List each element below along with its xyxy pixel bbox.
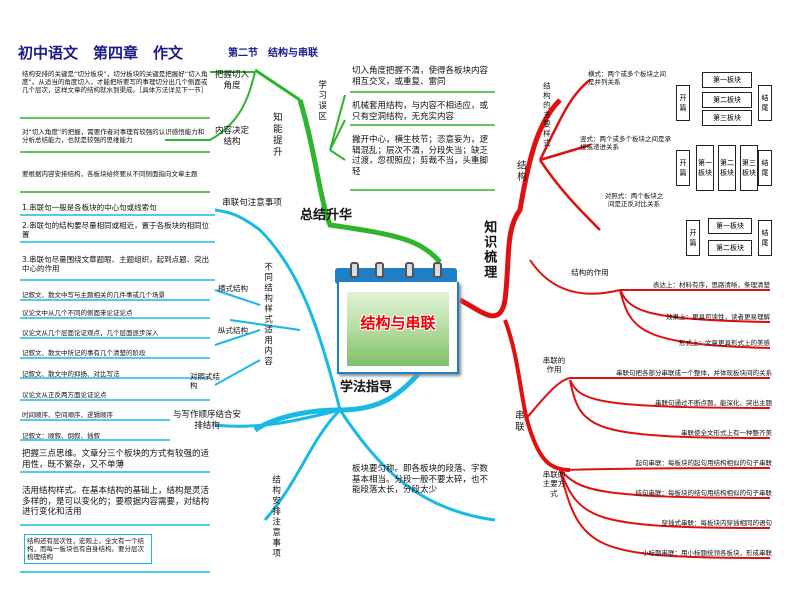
node-jiegou-styles: 结构的主要样式: [542, 82, 552, 149]
green-trunk: [297, 99, 442, 264]
anpai-a4: 结构还有层次性，宏观上，全文有一个结构，而每一板块也有自身结构。要分层次梳理结构: [24, 534, 152, 565]
cl-fangshi-4: 小标题串联：用小标题统领各板块，形成串联: [642, 549, 772, 557]
node-cl-zuoyong: 串联的作用: [542, 356, 566, 375]
shiyong-h2: 议论文中从几个不同的侧面来论证论点: [22, 309, 133, 317]
node-jiegou-zuoyong: 结构的作用: [571, 268, 609, 277]
branch-xuefa: 学法指导: [340, 380, 393, 395]
green-link-wuqu: [329, 94, 346, 161]
calendar-ring: [433, 262, 442, 278]
diagram-heng-3: 第三板块: [702, 110, 752, 126]
red-link-zuoyong: [529, 259, 771, 349]
node-zongshi: 纵式结构: [218, 326, 248, 335]
style-dui: 对照式：两个板块之间是正反对比关系: [604, 192, 664, 209]
lotus-picture: [347, 292, 449, 366]
diagram-zong-3: 第三板块: [740, 145, 758, 191]
shiyong-d2: 议论文从正反两方面论证论点: [22, 391, 107, 399]
zuoyong-1: 表达上：材料有序，思路清晰，条理清楚: [653, 281, 770, 289]
node-jiegou: 结构: [514, 160, 526, 183]
cl-zuoyong-3: 串联使全文形式上有一种整齐美: [681, 429, 772, 437]
green-leaf-lines: [20, 91, 495, 193]
calendar-ring: [405, 262, 414, 278]
anpai-a2: 活用结构样式。在基本结构的基础上，结构是灵活多样的，是可以变化的；要根据内容需要…: [22, 486, 210, 518]
page-title: 初中语文 第四章 作文: [18, 44, 184, 62]
style-heng: 横式：两个或多个板块之间是并列关系: [588, 70, 666, 87]
zuoyong-2: 效果上：更具可读性，读者更易理解: [666, 313, 770, 321]
calendar-ring: [350, 262, 359, 278]
red-link-fs: [559, 467, 771, 559]
node-qieru: 把握切入角度: [214, 70, 249, 91]
wuqu-1: 切入角度把握不清，使得各板块内容相互交叉，或重复、雷同: [352, 66, 489, 87]
diagram-heng-jiewei: 结尾: [758, 85, 772, 121]
node-shunxu: 与写作顺序结合安排结构: [172, 410, 241, 431]
center-label: 结构与串联: [360, 314, 436, 332]
page-subtitle: 第二节 结构与串联: [228, 48, 318, 59]
cyan-leaf-lines: [20, 214, 215, 573]
anpai-a3: 板块要匀称。即各板块的段落、字数基本相当。分段一般不要太碎，也不能段落太长，分段…: [352, 464, 489, 496]
branch-zongjie: 总结升华: [300, 208, 353, 223]
shiyong-h1: 记叙文、散文中写与主题相关的几件事或几个场景: [22, 291, 165, 299]
branch-zhineng: 知能提升: [270, 112, 282, 158]
node-hengshi: 横式结构: [218, 284, 248, 293]
shiyong-z2: 记叙文、散文中所记的事有几个清楚的阶段: [22, 349, 146, 357]
cyan-link-mid: [214, 289, 301, 386]
zuoyong-3: 形式上：文章更具形式上的美感: [679, 339, 770, 347]
diagram-heng-2: 第二板块: [702, 92, 752, 108]
node-anpai: 结构安排注意事项: [270, 475, 281, 559]
green-link-qieru: [165, 71, 256, 141]
chuanlianju-2: 2.串联句的结构要尽量相同或相近，置于各板块的相同位置: [22, 221, 210, 240]
cl-fangshi-2: 结句串联：每板块的结句用结构相似的句子串联: [635, 489, 773, 497]
style-zong: 竖式：两个或多个板块之间是承接或递进关系: [580, 135, 671, 152]
red-link-cl: [524, 377, 771, 439]
shiyong-d1: 记叙文、散文中的抑扬、对比写法: [22, 370, 120, 378]
cl-zuoyong-2: 串联句通过不断点题，能深化、突出主题: [655, 399, 772, 407]
node-cl-fangshi: 串联的主要方式: [542, 470, 566, 498]
cl-fangshi-3: 穿插式串联：每板块内穿插相同的语句: [661, 519, 773, 527]
diagram-dui-kaipian: 开篇: [686, 220, 700, 256]
node-neirong: 内容决定结构: [214, 126, 249, 147]
wuqu-2: 机械套用结构，与内容不相适应，或只有空洞结构，无充实内容: [352, 101, 489, 122]
diagram-zong-2: 第二板块: [718, 145, 736, 191]
diagram-zong-jiewei: 结尾: [758, 150, 772, 186]
center-calendar: 结构与串联: [335, 262, 459, 374]
branch-zhishi: 知识梳理: [481, 220, 497, 280]
diagram-dui-2: 第二板块: [708, 240, 752, 256]
red-trunk: [458, 98, 562, 319]
branch-wuqu: 学习误区: [316, 80, 327, 122]
diagram-zong-1: 第一板块: [696, 145, 714, 191]
chuanlianju-1: 1.串联句一般是各板块的中心句或线索句: [22, 203, 157, 212]
diagram-dui-1: 第一板块: [708, 218, 752, 234]
diagram-heng-1: 第一板块: [702, 72, 752, 88]
anpai-s1: 时间顺序、空间顺序、逻辑顺序: [22, 411, 113, 419]
node-butong: 不同结构样式适用内容: [262, 262, 273, 367]
red-trunk-down: [503, 319, 571, 472]
green-link-zhineng: [254, 68, 301, 102]
text-neirong-1: 对“切入角度”的把握，需要作者对事理有较强的认识感悟能力和分析总结能力，也就是较…: [22, 128, 205, 145]
diagram-zong-kaipian: 开篇: [676, 150, 690, 186]
cyan-link-up: [214, 208, 342, 411]
anpai-s2: 记叙文：顺叙、倒叙、插叙: [22, 432, 100, 440]
calendar-ring: [375, 262, 384, 278]
red-link-styles: [538, 79, 601, 231]
calendar-body: 结构与串联: [337, 282, 459, 374]
cyan-link-down: [214, 408, 496, 522]
chuanlianju-3: 3.串联句尽量围绕文章题眼、主题组织，起到点题、突出中心的作用: [22, 255, 210, 274]
diagram-heng-kaipian: 开篇: [676, 85, 690, 121]
wuqu-3: 撇开中心，横生枝节；恣意妄为，逻辑混乱；层次不清，分段失当；缺乏过渡，忽视照应；…: [352, 135, 489, 177]
text-qieru: 结构安排的关键是“切分板块”，切分板块的关键是把握好“切入角度”。从适当的角度切…: [22, 70, 208, 95]
cl-fangshi-1: 起句串联：每板块的起句用结构相似的句子串联: [635, 459, 773, 467]
anpai-a1: 把握三点思维。文章分三个板块的方式有较强的适用性，既不繁杂，又不单薄: [22, 449, 210, 470]
node-chuanlianju: 串联句注意事项: [222, 198, 282, 208]
shiyong-z1: 议论文从几个层面论证观点，几个层面逐步深入: [22, 329, 159, 337]
text-neirong-2: 要根据内容安排结构，各板块给终要从不同侧面指向文章主题: [22, 170, 198, 178]
cl-zuoyong-1: 串联句把各部分串联成一个整体，并体现板块间的关系: [616, 369, 772, 377]
node-duizhao: 对照式结构: [190, 372, 220, 391]
calendar-header: [335, 268, 457, 284]
diagram-dui-jiewei: 结尾: [758, 220, 772, 256]
node-chuanlian: 串联: [512, 410, 524, 433]
